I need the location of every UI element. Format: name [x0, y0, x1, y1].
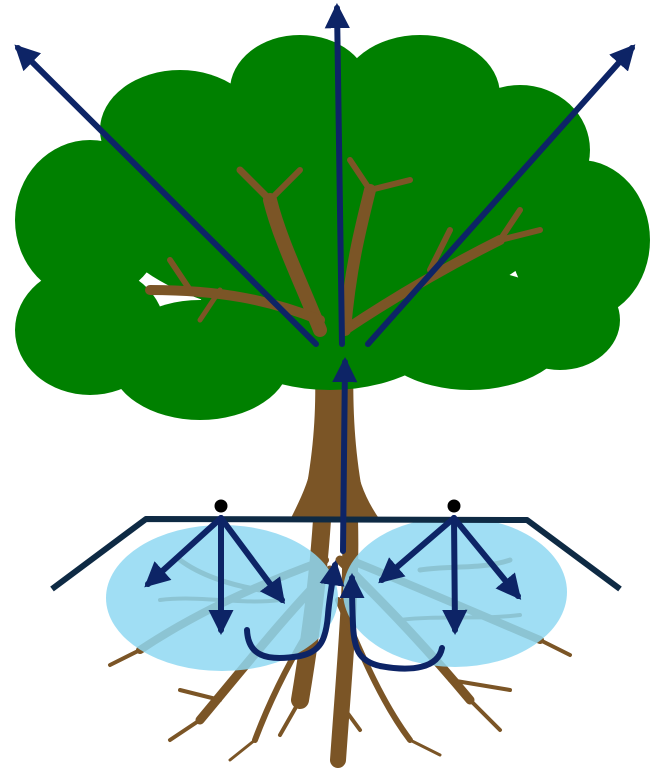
- canopy: [15, 35, 650, 420]
- rain-drop-right: [448, 500, 461, 513]
- soil-water: [106, 517, 567, 671]
- rain-drop-left: [215, 500, 228, 513]
- arrow-down-icon: [454, 518, 455, 630]
- arrow-up-icon: [343, 362, 345, 551]
